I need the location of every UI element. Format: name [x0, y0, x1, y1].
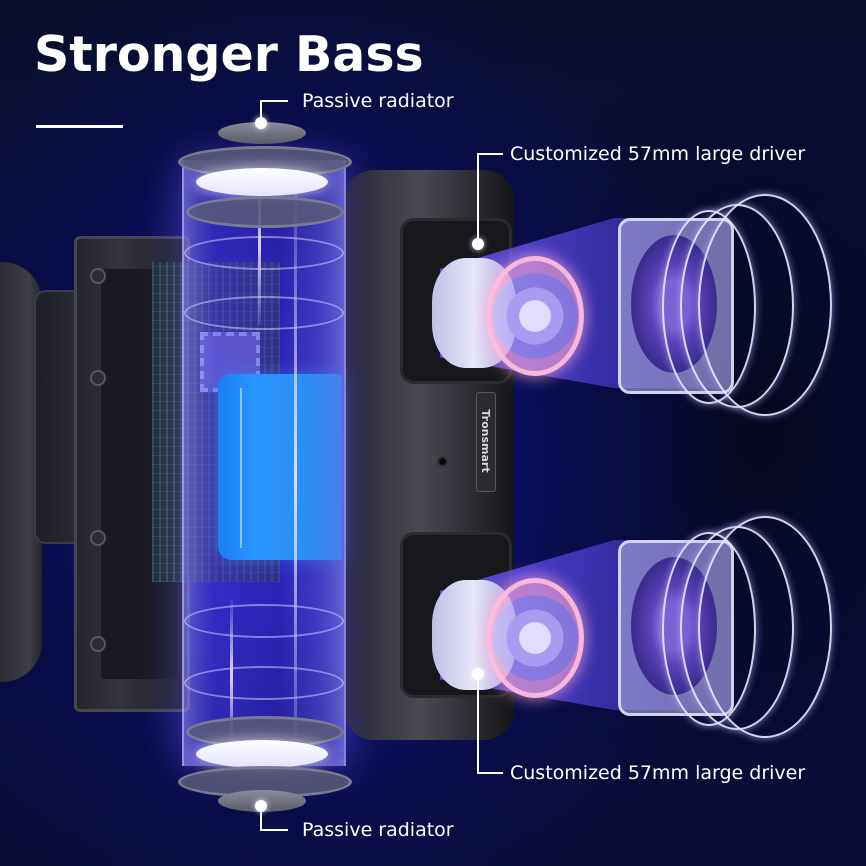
screw-icon: [90, 370, 106, 386]
brand-badge: [476, 392, 496, 492]
callout-line: [260, 100, 262, 122]
label-passive-radiator-bottom: Passive radiator: [302, 819, 454, 841]
callout-dot: [472, 668, 484, 680]
light-beam: [294, 180, 297, 770]
sound-wave-icon: [698, 194, 832, 416]
passive-radiator-top: [218, 122, 306, 144]
callout-dot: [255, 117, 267, 129]
energy-ring: [184, 236, 344, 270]
energy-ring: [184, 666, 344, 700]
callout-line: [477, 153, 503, 155]
label-driver-bottom: Customized 57mm large driver: [510, 762, 806, 784]
mic-hole-icon: [437, 456, 448, 467]
callout-line: [260, 100, 288, 102]
driver-voice-coil: [486, 256, 584, 376]
callout-line: [477, 674, 479, 774]
callout-dot: [255, 800, 267, 812]
radiator-ring-top: [186, 196, 344, 228]
callout-line: [477, 153, 479, 244]
energy-ring: [184, 604, 344, 638]
page-title: Stronger Bass: [34, 26, 424, 83]
callout-line: [260, 806, 262, 830]
driver-voice-coil: [486, 578, 584, 698]
screw-icon: [90, 530, 106, 546]
title-underline: [36, 125, 123, 128]
screw-icon: [90, 268, 106, 284]
sound-wave-icon: [698, 516, 832, 738]
radiator-diaphragm-bottom: [196, 740, 328, 768]
brand-logo-text: Tronsmart: [479, 409, 492, 473]
radiator-diaphragm-top: [196, 168, 328, 196]
callout-dot: [472, 238, 484, 250]
screw-icon: [90, 636, 106, 652]
energy-ring: [184, 296, 344, 330]
label-passive-radiator-top: Passive radiator: [302, 90, 454, 112]
battery-pack: [218, 374, 342, 560]
callout-line: [260, 829, 288, 831]
label-driver-top: Customized 57mm large driver: [510, 143, 806, 165]
callout-line: [477, 772, 503, 774]
